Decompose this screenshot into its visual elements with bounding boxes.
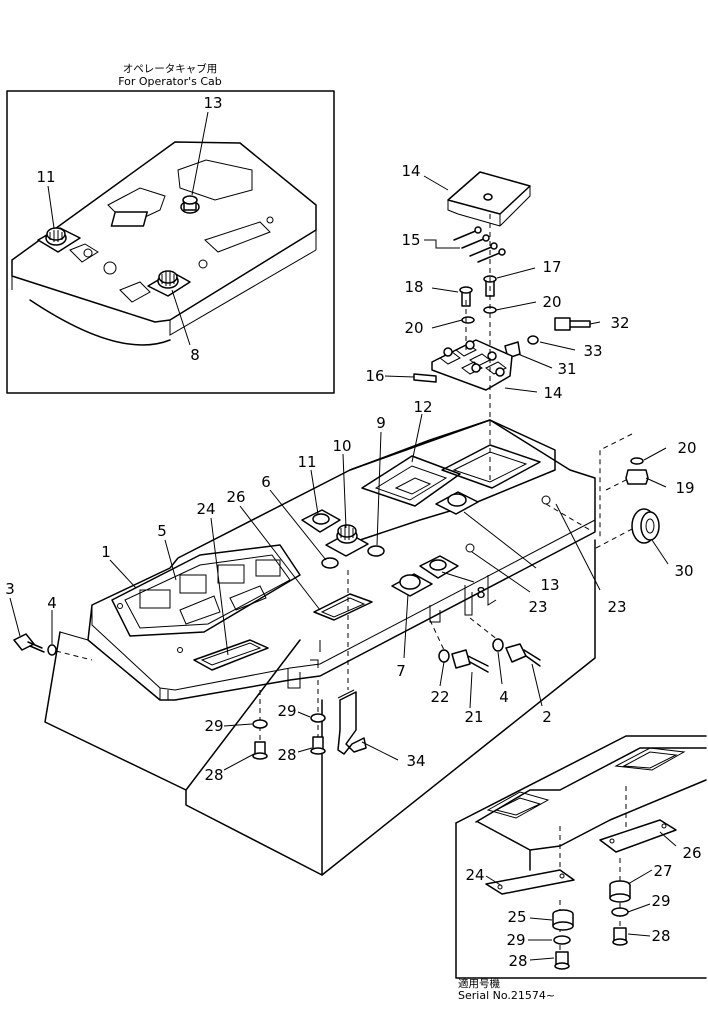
callout-20-b: 20 (404, 319, 423, 337)
switch-13-main (435, 491, 479, 515)
callout-23-right: 23 (607, 598, 626, 616)
callout-26-inset: 26 (682, 844, 701, 862)
callout-28-a: 28 (204, 766, 223, 784)
callout-33: 33 (583, 342, 602, 360)
main-console (44, 419, 596, 876)
callout-29-a: 29 (204, 717, 223, 735)
switch-10-main (325, 524, 369, 557)
cutout-24 (193, 639, 269, 671)
callout-22: 22 (430, 688, 449, 706)
callout-30: 30 (674, 562, 693, 580)
callout-13-main: 13 (540, 576, 559, 594)
screws-15 (453, 226, 506, 263)
console-body (44, 539, 596, 876)
bolt-32 (554, 317, 591, 331)
callout-34: 34 (406, 752, 425, 770)
switch-11-main (301, 509, 341, 533)
callout-17: 17 (542, 258, 561, 276)
screw-18 (459, 286, 473, 307)
callout-28-inset-a: 28 (651, 927, 670, 945)
callout-6: 6 (261, 473, 271, 491)
inset-cutout-c (204, 221, 271, 253)
callout-11-main: 11 (297, 453, 316, 471)
exploded-switch-assembly: 14 15 17 18 20 20 (365, 162, 630, 480)
callout-32: 32 (610, 314, 629, 332)
callout-29-b: 29 (277, 702, 296, 720)
callout-8-inset: 8 (190, 346, 200, 364)
inset-frame (6, 90, 335, 394)
plug-6 (321, 557, 339, 569)
bracket-34 (337, 691, 367, 755)
callout-28-inset-b: 28 (508, 952, 527, 970)
callout-29-inset-a: 29 (651, 892, 670, 910)
callout-5: 5 (157, 522, 167, 540)
callout-7: 7 (396, 662, 406, 680)
callout-14-bottom: 14 (543, 384, 562, 402)
cutout-26 (313, 593, 373, 621)
callout-21: 21 (464, 708, 483, 726)
switch-8-main (419, 555, 459, 579)
callout-3: 3 (5, 580, 15, 598)
callout-19: 19 (675, 479, 694, 497)
inset-caption-en: For Operator's Cab (118, 75, 222, 88)
callout-1: 1 (101, 543, 111, 561)
switch-7-main (391, 573, 433, 597)
callout-28-b: 28 (277, 746, 296, 764)
callout-16: 16 (365, 367, 384, 385)
inset-cutout-b (177, 159, 253, 201)
callout-29-inset-b: 29 (506, 931, 525, 949)
main-hardware: 3 4 20 19 30 22 21 4 2 (5, 433, 697, 784)
serial-caption-en: Serial No.21574~ (458, 989, 555, 1002)
callout-26-main: 26 (226, 488, 245, 506)
callout-25: 25 (507, 908, 526, 926)
callout-9: 9 (376, 414, 386, 432)
serial-caption-jp: 適用号機 (458, 977, 500, 990)
callout-31: 31 (557, 360, 576, 378)
plug-9 (367, 545, 385, 557)
callout-12: 12 (413, 398, 432, 416)
callout-4-right: 4 (499, 688, 509, 706)
callout-20-a: 20 (542, 293, 561, 311)
main-callouts: 12 9 10 11 6 26 24 5 1 23 23 13 8 7 23 (101, 398, 626, 680)
callout-4-left: 4 (47, 594, 57, 612)
inset-switch-11 (37, 227, 81, 253)
inset-caption-jp: オペレータキャブ用 (123, 62, 218, 75)
callout-8-main: 8 (476, 584, 486, 602)
switch-block (431, 339, 513, 391)
callout-2: 2 (542, 708, 552, 726)
inset-operator-cab: オペレータキャブ用 For Operator's Cab (6, 62, 335, 394)
callout-20-right: 20 (677, 439, 696, 457)
callout-18: 18 (404, 278, 423, 296)
inset-switch-8 (147, 270, 191, 297)
callout-24-main: 24 (196, 500, 215, 518)
callout-13-inset: 13 (203, 94, 222, 112)
callout-27: 27 (653, 862, 672, 880)
callout-14-top: 14 (401, 162, 420, 180)
callout-11-inset: 11 (36, 168, 55, 186)
callout-15: 15 (401, 231, 420, 249)
callout-10: 10 (332, 437, 351, 455)
callout-23-mid: 23 (528, 598, 547, 616)
instrument-panel (111, 544, 301, 637)
callout-24-inset: 24 (465, 866, 484, 884)
cutout-12 (361, 455, 461, 507)
inset-switch-13 (110, 195, 200, 227)
inset-serial: 26 24 27 25 29 29 28 28 適用号機 (455, 735, 707, 1002)
inset-frame-top (455, 735, 707, 824)
